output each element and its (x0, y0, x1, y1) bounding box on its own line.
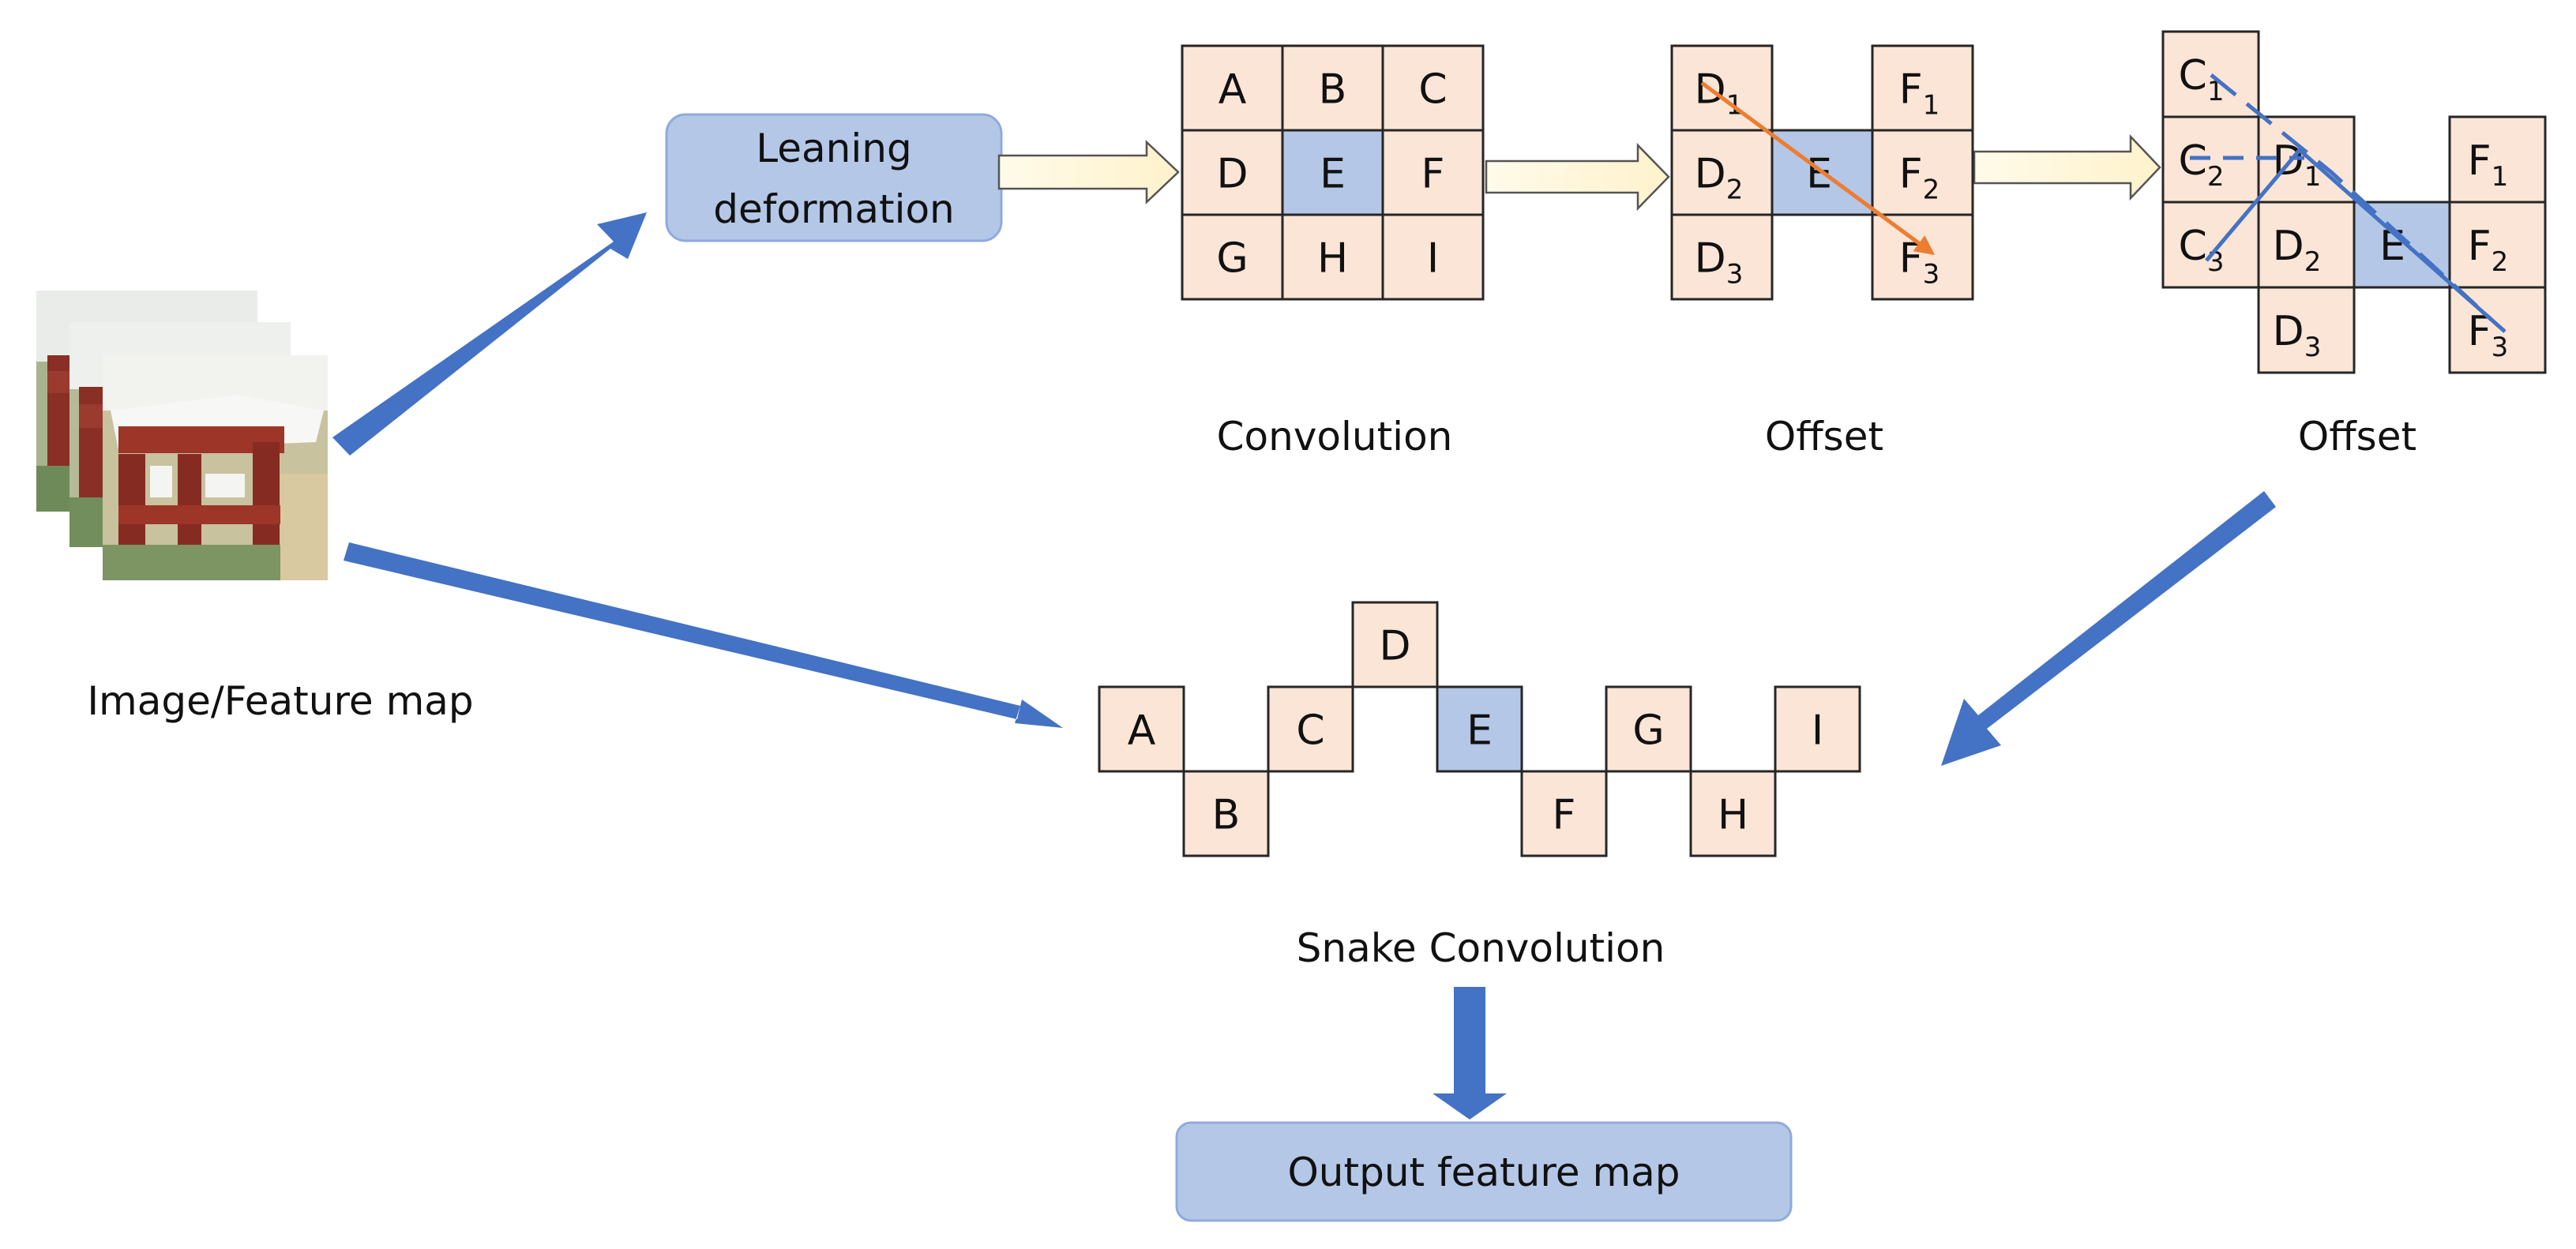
snake-cell-h-label: H (1718, 792, 1748, 839)
offset-label-1: Offset (1765, 414, 1883, 459)
arrow-snake-to-output (1433, 987, 1507, 1120)
conv-cell-c-label: C (1418, 66, 1447, 114)
conv-cell-b-label: B (1319, 66, 1347, 114)
snake-cell-g: G (1605, 685, 1692, 773)
conv-cell-i-label: I (1427, 235, 1439, 283)
conv-cell-g-label: G (1216, 235, 1248, 283)
snake-cell-c-label: C (1296, 707, 1324, 755)
snake-cell-i-label: I (1812, 707, 1823, 755)
convolution-label: Convolution (1217, 414, 1453, 459)
snake-cell-e-label: E (1466, 707, 1493, 755)
conv-cell-h-label: H (1317, 235, 1348, 283)
conv-cell-e-label: E (1320, 151, 1346, 198)
conv-cell-d-label: D (1216, 151, 1248, 198)
image-thumbnail-front (103, 355, 328, 580)
conv-cell-c: C (1381, 44, 1485, 132)
leaning-deformation-line2: deformation (713, 186, 955, 232)
snake-cell-i: I (1774, 685, 1861, 773)
snake-cell-c: C (1267, 685, 1354, 773)
offset2-cell-d3-label: D3 (2273, 308, 2322, 363)
offset2-solid-line (2205, 147, 2507, 333)
conv-cell-h: H (1281, 213, 1384, 301)
conv-cell-a: A (1181, 44, 1284, 132)
offset2-cell-f2: F2 (2448, 201, 2547, 289)
offset1-cell-d3: D3 (1670, 213, 1774, 301)
leaning-deformation-line1: Leaning (756, 126, 911, 171)
offset2-cell-d2: D2 (2257, 201, 2356, 289)
offset2-cell-d3: D3 (2257, 286, 2356, 374)
conv-cell-f: F (1381, 129, 1485, 216)
offset2-cell-c3: C3 (2161, 201, 2260, 289)
conv-cell-i: I (1381, 213, 1485, 301)
snake-cell-h: H (1689, 770, 1777, 857)
offset-label-2: Offset (2298, 414, 2416, 459)
offset2-cell-f2-label: F2 (2468, 223, 2509, 278)
conv-cell-b: B (1281, 44, 1384, 132)
snake-cell-f: F (1520, 770, 1608, 857)
arrow-offset-to-snake (1941, 491, 2276, 766)
offset1-orange-line (1700, 81, 1936, 255)
conv-cell-g: G (1181, 213, 1284, 301)
offset2-cell-c2-label: C2 (2179, 137, 2225, 193)
offset1-cell-d1: D1 (1670, 44, 1774, 132)
image-feature-map-label: Image/Feature map (87, 678, 473, 724)
offset2-cell-f1: F1 (2448, 115, 2547, 204)
snake-grid: A B C D E F G H I (1098, 601, 1861, 857)
snake-cell-b: B (1182, 770, 1270, 857)
offset1-cell-f3: F3 (1871, 213, 1974, 301)
snake-cell-f-label: F (1553, 792, 1576, 839)
offset2-cell-c3-label: C3 (2179, 223, 2225, 278)
conv-cell-e: E (1281, 129, 1384, 216)
snake-cell-d: D (1351, 601, 1439, 688)
block-arrow-1 (997, 140, 1180, 204)
offset2-cell-c2: C2 (2161, 115, 2260, 204)
offset2-cell-c1: C1 (2161, 30, 2260, 118)
block-arrow-3 (1973, 133, 2161, 201)
output-feature-map-label: Output feature map (1287, 1150, 1680, 1195)
convolution-grid: A B C D E F G H I (1181, 44, 1485, 301)
leaning-deformation-box: Leaning deformation (665, 113, 1003, 242)
offset2-cell-f3: F3 (2448, 286, 2547, 374)
snake-cell-b-label: B (1212, 792, 1241, 839)
offset1-cell-d2: D2 (1670, 129, 1774, 216)
offset1-cell-f2-label: F2 (1899, 151, 1940, 206)
arrow-to-snake-convolution (344, 542, 1063, 728)
offset1-cell-d2-label: D2 (1695, 151, 1744, 206)
offset2-cell-d2-label: D2 (2273, 223, 2322, 278)
conv-cell-a-label: A (1219, 66, 1247, 114)
snake-cell-d-label: D (1379, 623, 1410, 670)
snake-convolution-label: Snake Convolution (1297, 925, 1665, 971)
snake-cell-a: A (1098, 685, 1185, 773)
offset2-cell-d1-label: D1 (2273, 137, 2322, 193)
arrow-to-leaning-deformation (332, 212, 647, 456)
conv-cell-f-label: F (1421, 151, 1445, 198)
offset2-cell-f1-label: F1 (2468, 137, 2509, 193)
offset2-cell-d1: D1 (2257, 115, 2356, 204)
offset1-cell-f1-label: F1 (1899, 66, 1940, 122)
snake-cell-e: E (1436, 685, 1523, 773)
offset1-cell-f1: F1 (1871, 44, 1974, 132)
output-feature-map-box: Output feature map (1175, 1121, 1793, 1222)
offset1-cell-d3-label: D3 (1695, 235, 1744, 291)
input-image-stack (36, 291, 328, 580)
conv-cell-d: D (1181, 129, 1284, 216)
offset1-cell-f2: F2 (1871, 129, 1974, 216)
offset2-cell-e: E (2353, 201, 2451, 289)
snake-cell-g-label: G (1632, 707, 1664, 755)
block-arrow-2 (1485, 142, 1670, 212)
snake-cell-a-label: A (1128, 707, 1156, 755)
